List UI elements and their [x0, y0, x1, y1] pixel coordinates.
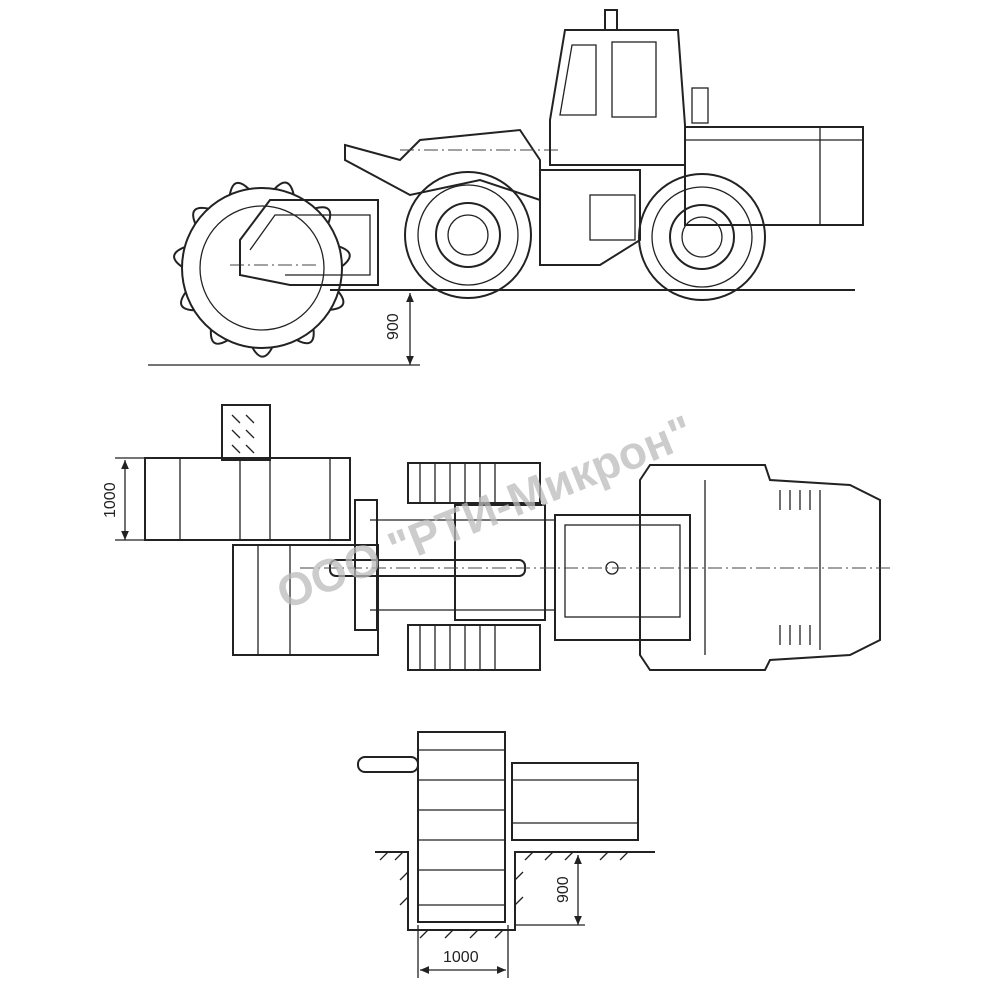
cutter-tooth — [228, 181, 250, 195]
plan-view: 1000 — [102, 404, 890, 671]
cutter-section — [417, 731, 506, 923]
cutter-tooth — [251, 346, 274, 358]
cutter-tooth — [315, 206, 332, 224]
cutter-tooth — [209, 329, 229, 345]
cutter-tooth — [296, 329, 315, 345]
front-left-tire — [407, 462, 541, 504]
watermark: ООО "РТИ-Микрон" — [269, 405, 700, 620]
plan-width-dimension: 1000 — [102, 482, 119, 518]
cab-roof — [554, 514, 691, 641]
section-depth-dimension: 900 — [555, 876, 572, 903]
cutter-arm — [239, 199, 379, 286]
engine-hood — [639, 464, 881, 671]
cutter-wheel-top — [221, 404, 271, 461]
cab — [549, 29, 686, 166]
cutter-tooth — [192, 206, 209, 225]
cutter-tooth — [180, 291, 195, 312]
shaft — [357, 756, 419, 773]
cutter-tooth — [173, 246, 186, 268]
section-width-dimension: 1000 — [443, 949, 479, 966]
front-wheel — [404, 171, 532, 299]
engine-body — [684, 126, 864, 226]
section-view: 1000 900 — [357, 731, 655, 978]
side-depth-dimension: 900 — [385, 313, 402, 340]
cutter-tooth — [273, 181, 295, 195]
side-view: 900 — [148, 9, 864, 366]
cutter-tooth — [338, 245, 351, 268]
cutter-wheel — [173, 181, 351, 358]
cutter-tooth — [330, 291, 345, 311]
cutter-block — [144, 457, 351, 541]
drive-housing — [511, 762, 639, 841]
front-right-tire — [407, 624, 541, 671]
rear-wheel — [638, 173, 766, 301]
